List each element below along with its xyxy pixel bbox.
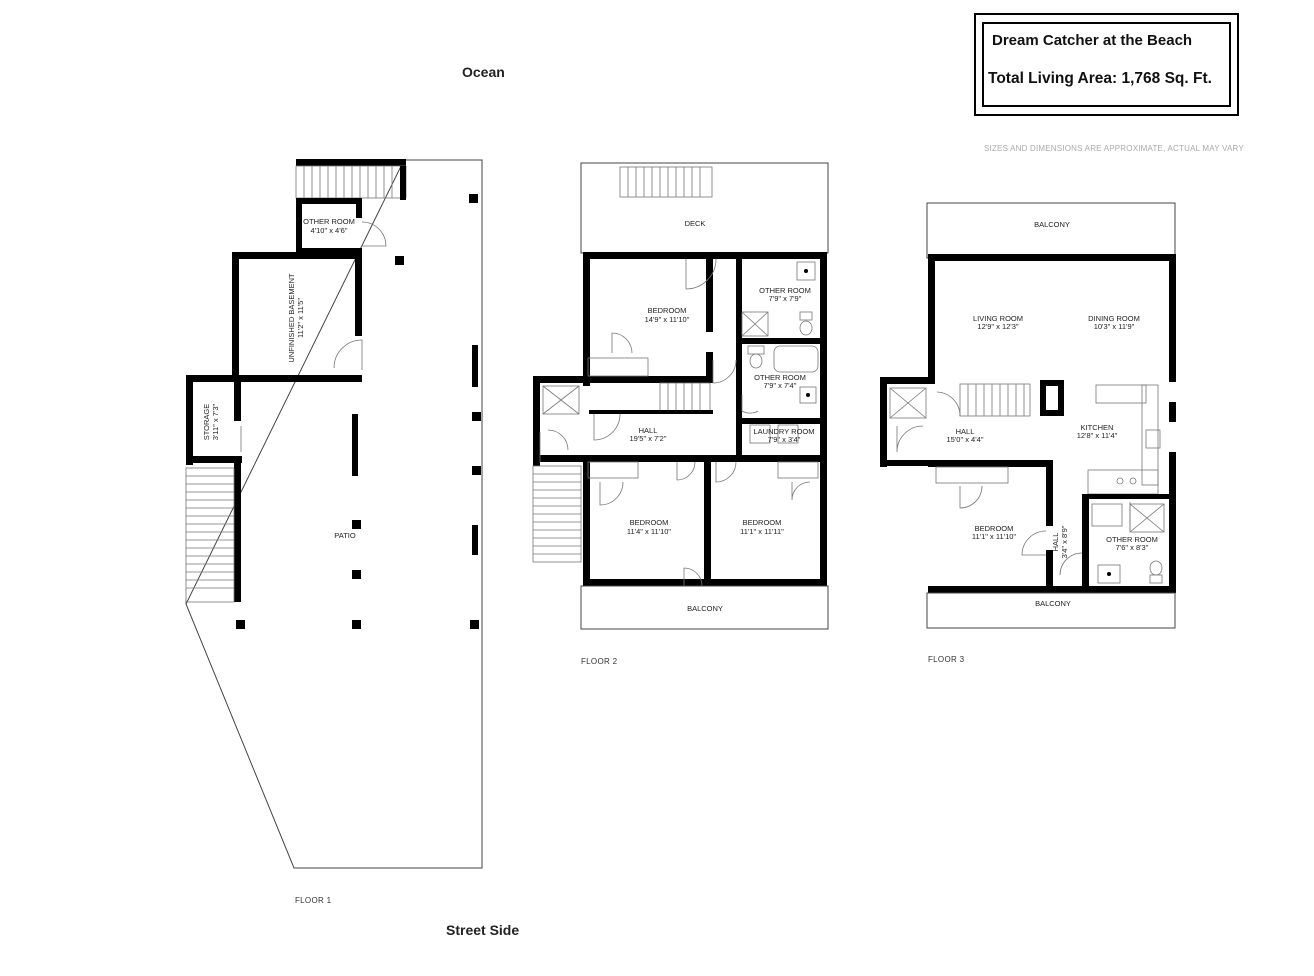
disclaimer-text: SIZES AND DIMENSIONS ARE APPROXIMATE, AC… bbox=[984, 144, 1244, 153]
f2-bedroom-right-dims: 11'1" x 11'11" bbox=[740, 527, 784, 536]
f3-bedroom-name: BEDROOM bbox=[975, 524, 1014, 533]
f3-interior-stairs bbox=[959, 383, 1031, 417]
f3-kitchen-dims: 12'8" x 11'4" bbox=[1077, 431, 1118, 440]
deck-stairs bbox=[619, 166, 713, 198]
f1-storage-name: STORAGE bbox=[202, 404, 211, 441]
f1-patio-name: PATIO bbox=[334, 531, 356, 540]
f3-dining-name: DINING ROOM bbox=[1088, 314, 1140, 323]
floor-1-plan: OTHER ROOM 4'10" x 4'6" UNFINISHED BASEM… bbox=[185, 159, 483, 869]
patio-outline bbox=[185, 159, 483, 869]
deck-outline bbox=[580, 162, 829, 254]
title-box: Dream Catcher at the Beach Total Living … bbox=[974, 13, 1239, 116]
f2-other-room-b-dims: 7'9" x 7'4" bbox=[764, 381, 797, 390]
floor-1-label: FLOOR 1 bbox=[295, 896, 332, 905]
title-box-inner bbox=[982, 22, 1231, 107]
ocean-label: Ocean bbox=[462, 64, 505, 80]
f2-deck-name: DECK bbox=[685, 219, 706, 228]
f3-balcony-top-name: BALCONY bbox=[1034, 220, 1070, 229]
f2-bedroom-main-name: BEDROOM bbox=[648, 306, 687, 315]
f1-other-room-dims: 4'10" x 4'6" bbox=[311, 226, 348, 235]
f3-bedroom-dims: 11'1" x 11'10" bbox=[972, 532, 1017, 541]
f3-dining-dims: 10'3" x 11'9" bbox=[1094, 322, 1135, 331]
f2-laundry-name: LAUNDRY ROOM bbox=[754, 427, 815, 436]
f3-living-dims: 12'9" x 12'3" bbox=[977, 322, 1018, 331]
f3-kitchen-name: KITCHEN bbox=[1081, 423, 1114, 432]
f1-storage-dims: 3'11" x 7'3" bbox=[211, 403, 220, 440]
f3-hall-name: HALL bbox=[956, 427, 975, 436]
f2-other-room-a-name: OTHER ROOM bbox=[759, 286, 811, 295]
floor-3-label: FLOOR 3 bbox=[928, 655, 965, 664]
stairs-left bbox=[185, 467, 235, 603]
f2-balcony-outline bbox=[580, 585, 829, 630]
f3-other-room-name: OTHER ROOM bbox=[1106, 535, 1158, 544]
f2-balcony-name: BALCONY bbox=[687, 604, 723, 613]
street-side-label: Street Side bbox=[446, 922, 520, 938]
total-living-area: Total Living Area: 1,768 Sq. Ft. bbox=[988, 70, 1212, 87]
f2-bedroom-left-name: BEDROOM bbox=[630, 518, 669, 527]
f2-hall-name: HALL bbox=[639, 426, 658, 435]
f3-hall-small-name: HALL bbox=[1051, 533, 1060, 552]
f2-interior-stairs bbox=[659, 382, 711, 412]
floor-2-plan: DECK BEDROOM 14'9" x 11'10" OTHER ROOM 7… bbox=[532, 162, 829, 630]
f2-exterior-stairs bbox=[532, 465, 582, 563]
floor-2-label: FLOOR 2 bbox=[581, 657, 618, 666]
f3-other-room-dims: 7'6" x 8'3" bbox=[1116, 543, 1149, 552]
f3-hall-small-dims: 3'4" x 8'9" bbox=[1060, 525, 1069, 558]
f3-balcony-bottom-outline bbox=[926, 592, 1176, 629]
f1-basement-name: UNFINISHED BASEMENT bbox=[287, 273, 296, 363]
f2-other-room-b-name: OTHER ROOM bbox=[754, 373, 806, 382]
f1-other-room-name: OTHER ROOM bbox=[303, 217, 355, 226]
f3-living-name: LIVING ROOM bbox=[973, 314, 1023, 323]
property-name: Dream Catcher at the Beach bbox=[992, 32, 1193, 49]
f2-other-room-a-dims: 7'9" x 7'9" bbox=[769, 294, 802, 303]
stairs-top bbox=[295, 165, 407, 200]
f2-bedroom-main-dims: 14'9" x 11'10" bbox=[645, 315, 690, 324]
f3-balcony-top-outline bbox=[926, 202, 1176, 259]
f2-bedroom-left-dims: 11'4" x 11'10" bbox=[627, 527, 672, 536]
floor-3-plan: BALCONY LIVING ROOM 12'9" x 12'3" DINING… bbox=[880, 202, 1176, 629]
f2-hall-dims: 19'5" x 7'2" bbox=[630, 434, 667, 443]
f1-basement-dims: 11'2" x 11'5" bbox=[296, 298, 305, 338]
f2-laundry-dims: 7'9" x 3'4" bbox=[768, 435, 801, 444]
f2-bedroom-right-name: BEDROOM bbox=[743, 518, 782, 527]
f3-balcony-bottom-name: BALCONY bbox=[1035, 599, 1071, 608]
f3-hall-dims: 15'0" x 4'4" bbox=[947, 435, 984, 444]
